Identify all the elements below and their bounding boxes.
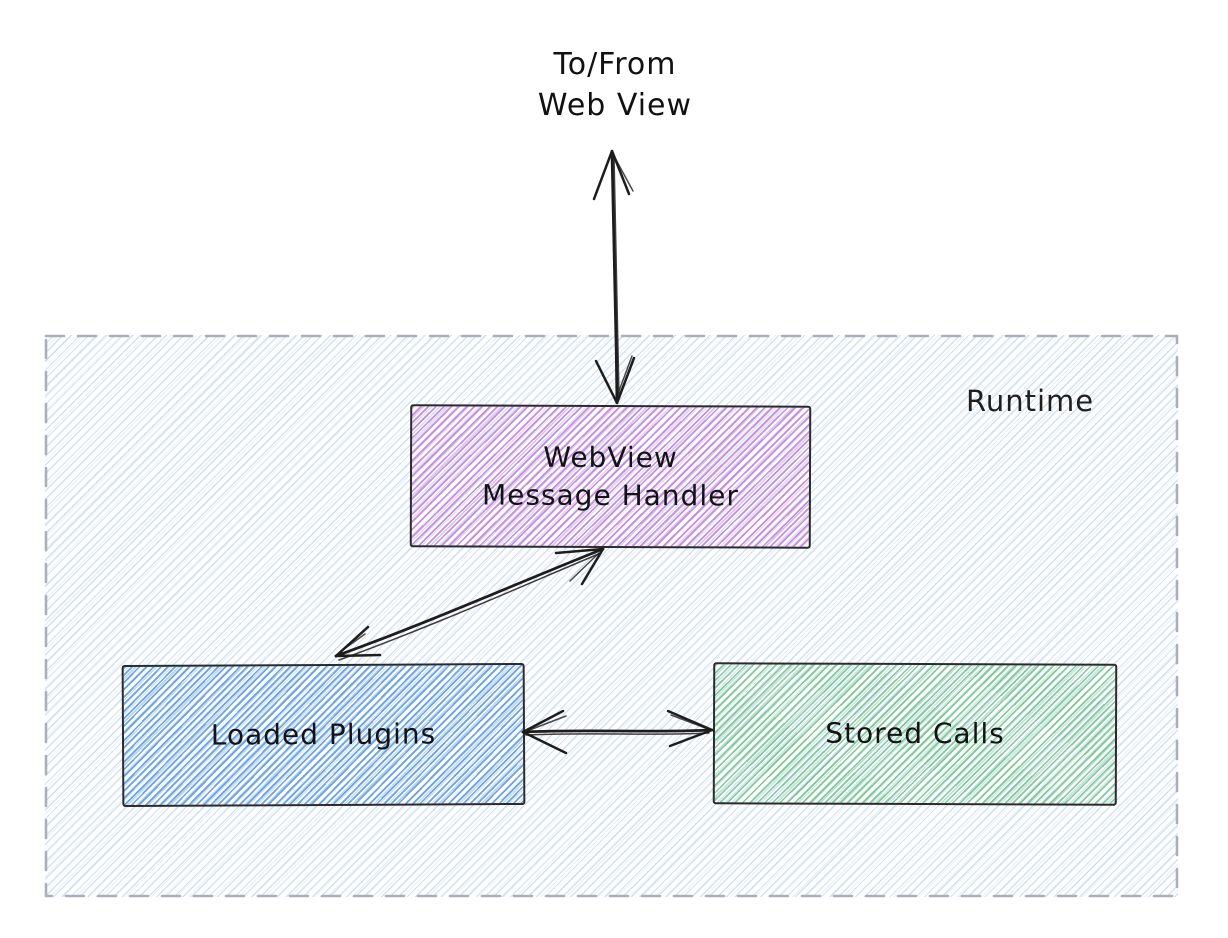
external-endpoint-label: To/From Web View (537, 47, 693, 123)
node-loaded-plugins: Loaded Plugins (121, 662, 526, 808)
node-stored-calls-label: Stored Calls (825, 716, 1005, 751)
node-stored-calls: Stored Calls (712, 662, 1118, 806)
runtime-container-label: Runtime (966, 384, 1095, 418)
node-loaded-plugins-label: Loaded Plugins (210, 717, 437, 752)
node-webview-message-handler-label: WebView Message Handler (481, 440, 739, 512)
node-webview-message-handler: WebView Message Handler (409, 404, 812, 549)
